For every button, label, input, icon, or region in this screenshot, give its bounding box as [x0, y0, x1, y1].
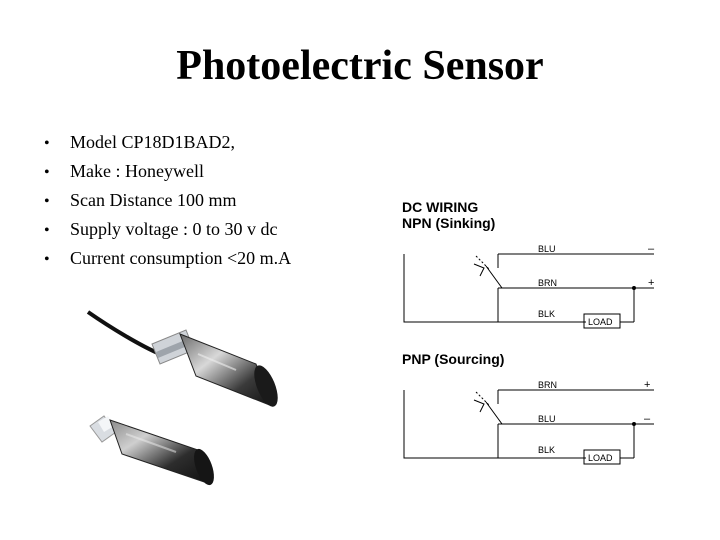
bullet-icon: • [44, 135, 50, 152]
sensor-cable [86, 310, 161, 356]
npn-switch-actuator [475, 255, 491, 271]
npn-wiring-diagram: DC WIRING NPN (Sinking) BLU – BRN + BLK … [402, 199, 655, 329]
npn-blk-label: BLK [538, 309, 555, 319]
pnp-blk-label: BLK [538, 445, 555, 455]
spec-list: • Model CP18D1BAD2, • Make : Honeywell • Sc… [44, 128, 291, 273]
dc-wiring-title: DC WIRING [402, 199, 478, 215]
pnp-load-box [583, 449, 621, 465]
npn-load-label: LOAD [588, 317, 613, 327]
npn-junction-dot [632, 286, 636, 290]
bullet-icon: • [44, 222, 50, 239]
npn-blu-label: BLU [538, 244, 556, 254]
bullet-icon: • [44, 193, 50, 210]
npn-switch-arrow [473, 263, 485, 277]
npn-enclosure-line [403, 254, 586, 323]
spec-item-model: • Model CP18D1BAD2, [44, 128, 291, 157]
pnp-plus-sign: + [644, 379, 650, 391]
pnp-switch-arrow [473, 399, 485, 413]
sensor-photo [86, 310, 278, 486]
spec-text: Supply voltage : 0 to 30 v dc [70, 219, 278, 239]
pnp-switch-contact [485, 401, 503, 425]
spec-text: Current consumption <20 m.A [70, 248, 292, 268]
npn-brn-label: BRN [538, 278, 557, 288]
pnp-enclosure-line [403, 390, 586, 459]
spec-text: Make : Honeywell [70, 161, 204, 181]
sensor-lower [89, 415, 214, 486]
pnp-wiring-diagram: PNP (Sourcing) BRN + BLU – BLK LOAD [402, 351, 654, 465]
pnp-switch-actuator [475, 391, 491, 407]
bullet-icon: • [44, 251, 50, 268]
sensor-upper [151, 329, 278, 407]
npn-plus-sign: + [648, 277, 654, 289]
npn-title: NPN (Sinking) [402, 215, 495, 231]
spec-text: Scan Distance 100 mm [70, 190, 237, 210]
slide-title: Photoelectric Sensor [176, 43, 544, 89]
pnp-blu-label: BLU [538, 414, 556, 424]
pnp-title: PNP (Sourcing) [402, 351, 504, 367]
spec-item-supply-voltage: • Supply voltage : 0 to 30 v dc [44, 215, 291, 244]
spec-text: Model CP18D1BAD2, [70, 132, 236, 152]
bullet-icon: • [44, 164, 50, 181]
spec-item-current: • Current consumption <20 m.A [44, 244, 291, 273]
pnp-brn-label: BRN [538, 380, 557, 390]
pnp-minus-sign: – [644, 413, 651, 425]
npn-switch-contact [485, 265, 503, 289]
npn-load-box [583, 313, 621, 329]
spec-item-make: • Make : Honeywell [44, 157, 291, 186]
pnp-load-label: LOAD [588, 453, 613, 463]
pnp-junction-dot [632, 422, 636, 426]
npn-minus-sign: – [648, 243, 655, 255]
spec-item-scan-distance: • Scan Distance 100 mm [44, 186, 291, 215]
